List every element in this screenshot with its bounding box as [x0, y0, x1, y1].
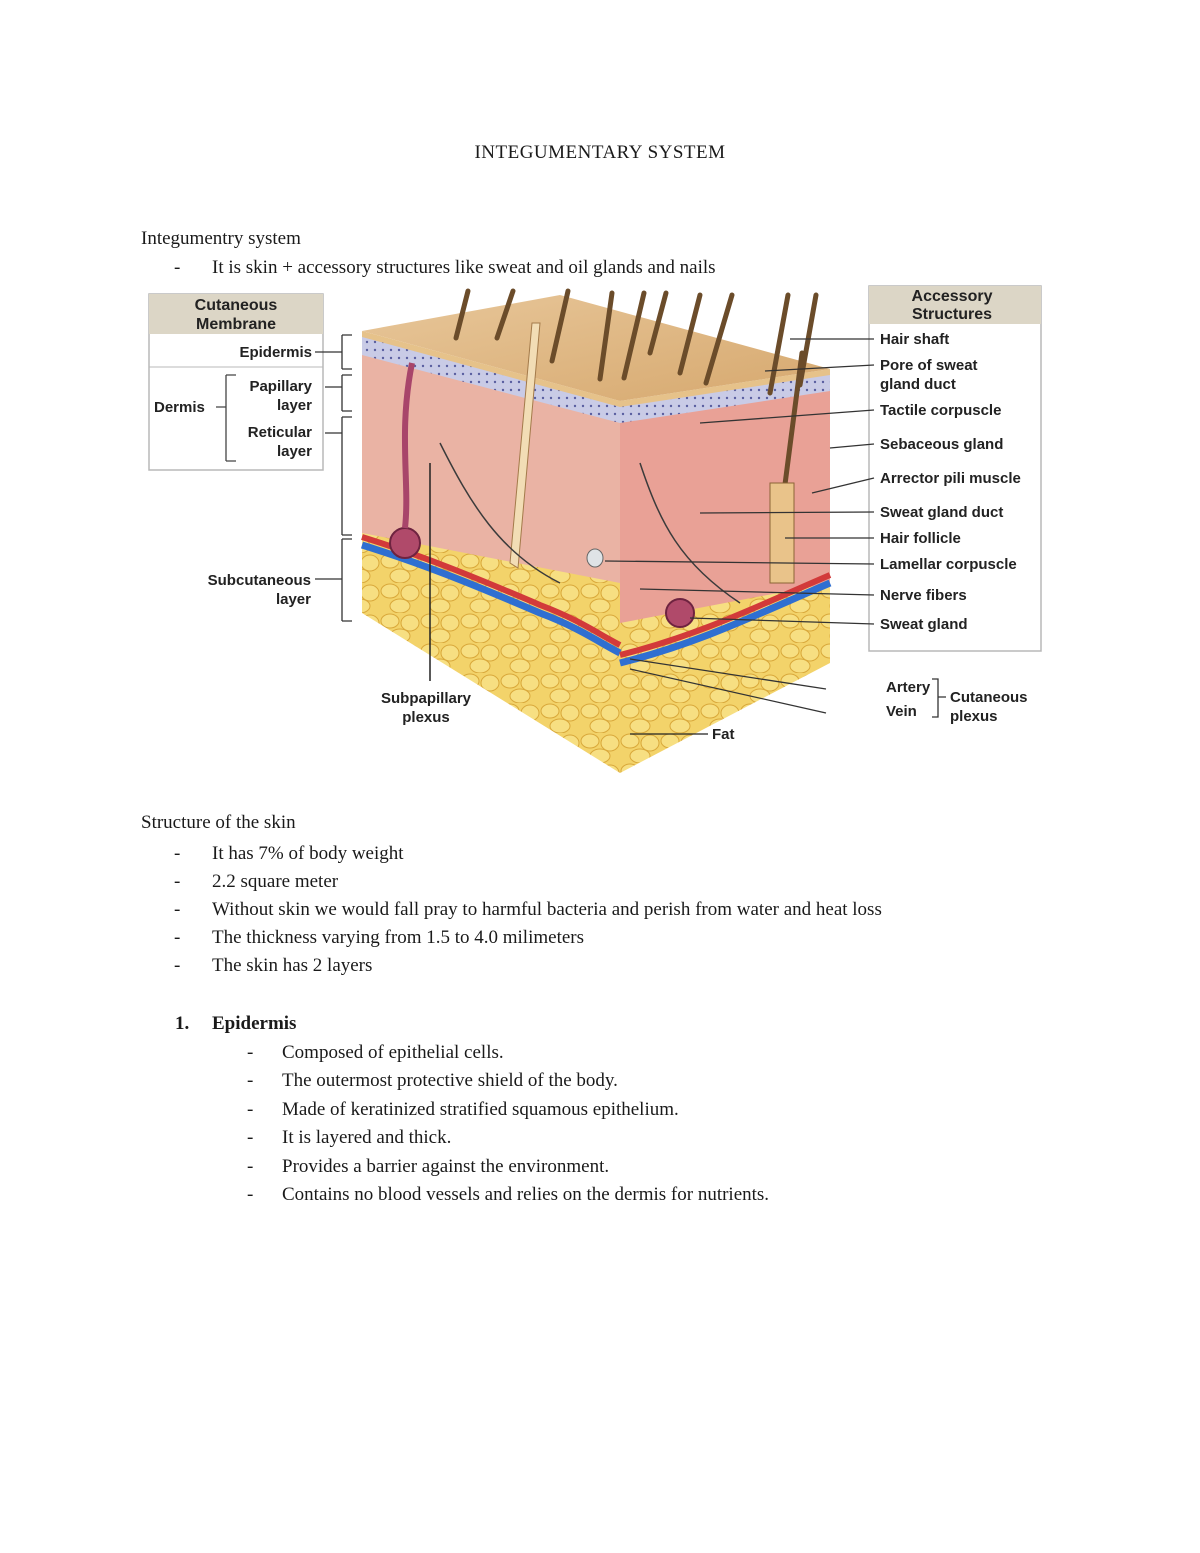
papillary-label-2: layer [277, 397, 312, 414]
papillary-label-1: Papillary [249, 378, 312, 395]
list-item-text: Made of keratinized stratified squamous … [282, 1098, 679, 1120]
heading-text: Epidermis [212, 1013, 297, 1034]
list-item-text: It has 7% of body weight [212, 843, 404, 864]
artery-label: Artery [886, 679, 931, 696]
hair-follicle-label: Hair follicle [880, 530, 961, 547]
cutaneous-plexus-label-2: plexus [950, 708, 998, 725]
structure-heading: Structure of the skin [141, 812, 296, 833]
list-item-text: It is layered and thick. [282, 1127, 452, 1149]
tactile-corpuscle-label: Tactile corpuscle [880, 402, 1001, 419]
left-header-1: Cutaneous [195, 297, 278, 314]
list-item-text: Provides a barrier against the environme… [282, 1155, 610, 1177]
list-item-text: Without skin we would fall pray to harmf… [212, 899, 882, 920]
list-item-text: Contains no blood vessels and relies on … [282, 1183, 770, 1205]
cutaneous-plexus-label-1: Cutaneous [950, 689, 1028, 706]
bullet-dash: - [247, 1183, 254, 1205]
page-title: INTEGUMENTARY SYSTEM [474, 142, 726, 163]
bullet-dash: - [247, 1127, 254, 1149]
vein-label: Vein [886, 703, 917, 720]
intro-heading: Integumentry system [141, 228, 301, 249]
bullet-dash: - [174, 955, 181, 976]
skin-block-illustration [360, 288, 832, 773]
skin-diagram: Cutaneous Membrane Epidermis Dermis Papi… [148, 285, 1042, 773]
lamellar-corpuscle-label: Lamellar corpuscle [880, 556, 1017, 573]
list-item-text: The outermost protective shield of the b… [282, 1070, 618, 1092]
fat-label: Fat [712, 726, 735, 743]
list-item-text: Composed of epithelial cells. [282, 1042, 504, 1063]
bullet-dash: - [247, 1098, 254, 1120]
reticular-label-1: Reticular [248, 424, 312, 441]
bullet-dash: - [174, 843, 181, 864]
hair-shaft-label: Hair shaft [880, 331, 949, 348]
sebaceous-gland-label: Sebaceous gland [880, 436, 1003, 453]
subpapillary-label-2: plexus [402, 709, 450, 726]
bullet-dash: - [247, 1155, 254, 1177]
left-header-2: Membrane [196, 316, 276, 333]
subpapillary-label-1: Subpapillary [381, 690, 472, 707]
list-item-text: 2.2 square meter [212, 871, 339, 892]
right-header-2: Structures [912, 306, 992, 323]
heading-number: 1. [175, 1013, 190, 1034]
layer-brackets [315, 334, 352, 622]
bullet-dash: - [174, 871, 181, 892]
sweat-gland-duct-label: Sweat gland duct [880, 504, 1003, 521]
bullet-dash: - [174, 257, 181, 278]
nerve-fibers-label: Nerve fibers [880, 587, 967, 604]
bullet-dash: - [174, 899, 181, 920]
pore-label-2: gland duct [880, 376, 956, 393]
list-item-text: The skin has 2 layers [212, 955, 373, 976]
leader-lines [604, 338, 875, 714]
bullet-dash: - [247, 1042, 254, 1063]
epidermis-label: Epidermis [239, 344, 312, 361]
list-item-text: It is skin + accessory structures like s… [212, 257, 716, 278]
cutaneous-membrane-box: Cutaneous Membrane Epidermis Dermis Papi… [148, 293, 324, 471]
subcutaneous-label-1: Subcutaneous [208, 572, 311, 589]
right-header-1: Accessory [912, 288, 993, 305]
accessory-structures-box: Accessory Structures Hair shaft Pore of … [868, 285, 1042, 652]
arrector-pili-label: Arrector pili muscle [880, 470, 1021, 487]
sweat-gland-label: Sweat gland [880, 616, 968, 633]
reticular-label-2: layer [277, 443, 312, 460]
pore-label-1: Pore of sweat [880, 357, 978, 374]
bullet-dash: - [247, 1070, 254, 1092]
bullet-dash: - [174, 927, 181, 948]
list-item-text: The thickness varying from 1.5 to 4.0 mi… [212, 927, 585, 948]
subcutaneous-label-2: layer [276, 591, 311, 608]
dermis-label: Dermis [154, 399, 205, 416]
